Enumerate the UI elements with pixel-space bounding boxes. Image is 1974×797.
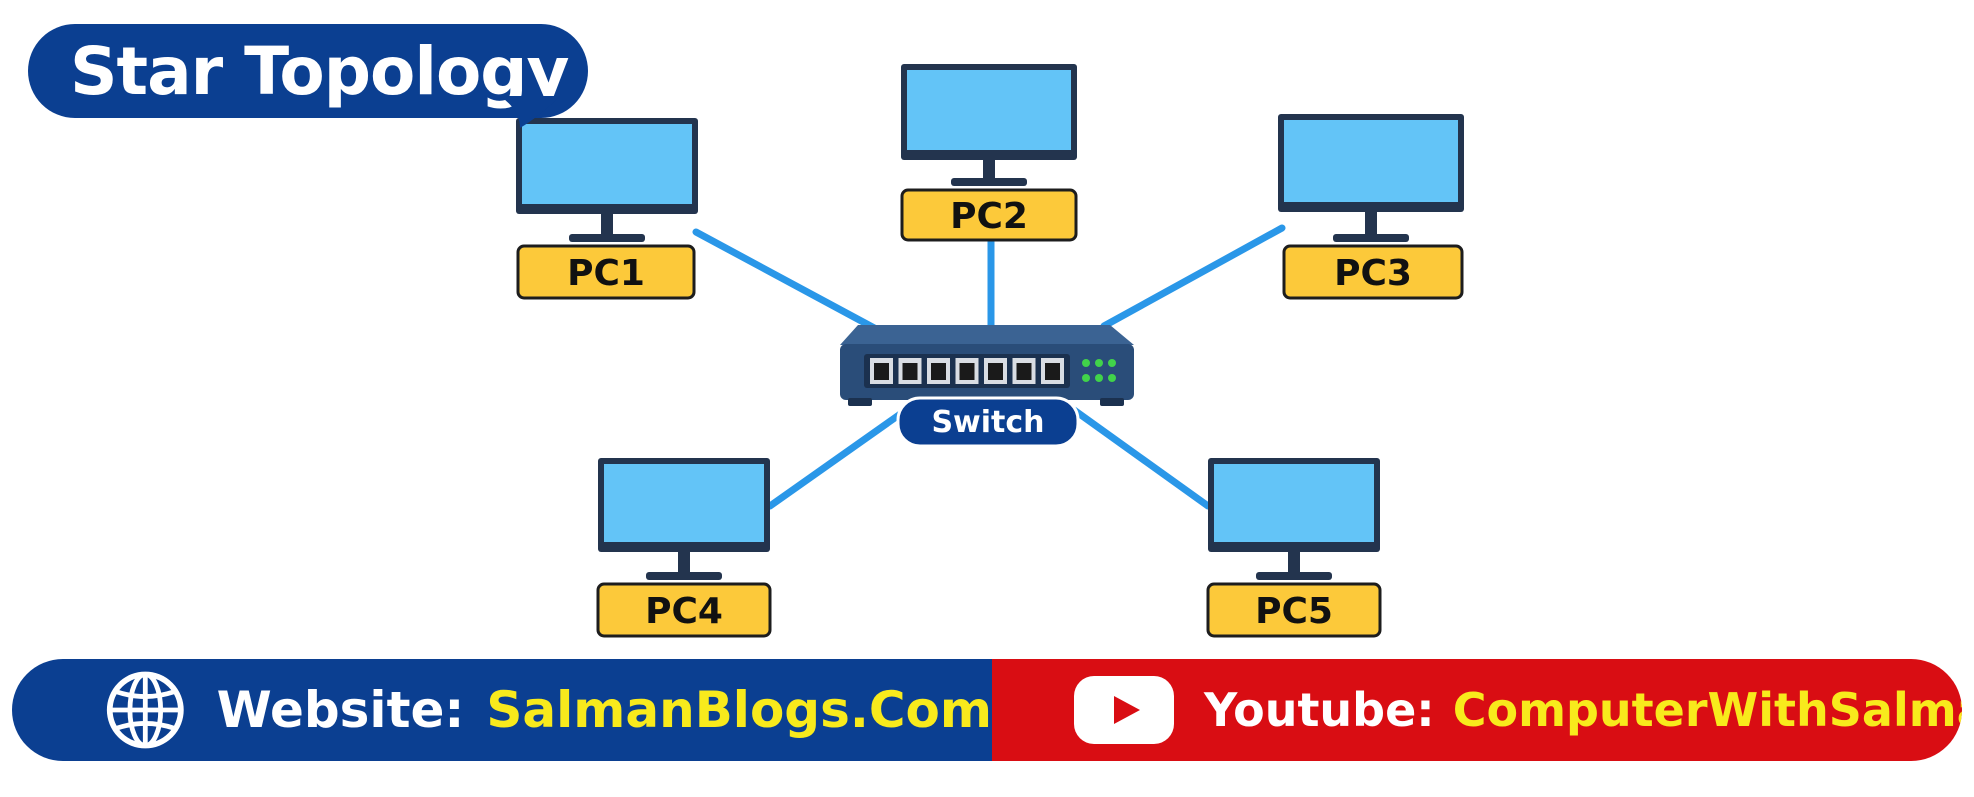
label-pc1: PC1 xyxy=(567,253,645,294)
switch-led-3 xyxy=(1108,359,1116,367)
monitor-base-pc2 xyxy=(951,178,1027,186)
switch-port-socket-2 xyxy=(902,363,918,380)
cable-pc3 xyxy=(1100,224,1286,330)
computer-pc2: PC2 xyxy=(900,64,1078,242)
switch-led-4 xyxy=(1082,374,1090,382)
switch-led-5 xyxy=(1095,374,1103,382)
globe-icon xyxy=(106,671,184,749)
switch-port-socket-7 xyxy=(1045,363,1060,380)
footer-banner: Website: SalmanBlogs.Com Youtube: Comput… xyxy=(12,659,1962,761)
switch-foot-left xyxy=(848,398,872,406)
monitor-stand-pc4 xyxy=(678,552,690,574)
computer-pc3: PC3 xyxy=(1278,114,1464,300)
switch-led-1 xyxy=(1082,359,1090,367)
youtube-section: Youtube: ComputerWithSalman xyxy=(992,659,1962,761)
switch-port-socket-5 xyxy=(988,363,1003,380)
switch-port-socket-4 xyxy=(959,363,975,380)
monitor-stand-pc5 xyxy=(1288,552,1300,574)
switch-port-socket-1 xyxy=(874,363,889,380)
monitor-stand-pc1 xyxy=(601,214,613,236)
monitor-base-pc1 xyxy=(569,234,645,242)
label-box-pc2 xyxy=(900,188,1078,242)
monitor-base-pc3 xyxy=(1333,234,1409,242)
switch-led-2 xyxy=(1095,359,1103,367)
monitor-screen-pc3 xyxy=(1284,120,1458,202)
monitor-screen-pc2 xyxy=(907,70,1071,150)
website-label: Website: xyxy=(216,681,465,739)
switch-port-socket-3 xyxy=(931,363,946,380)
switch-port-socket-6 xyxy=(1016,363,1032,380)
switch-label: Switch xyxy=(931,405,1044,440)
title-text: Star Topology xyxy=(70,32,570,110)
switch-top-face xyxy=(840,325,1134,345)
switch-label-pill xyxy=(896,396,1080,448)
computer-pc4: PC4 xyxy=(596,458,772,638)
computer-pc5: PC5 xyxy=(1206,458,1382,638)
monitor-screen-pc1 xyxy=(522,124,692,204)
website-link[interactable]: SalmanBlogs.Com xyxy=(486,681,992,739)
switch: Switch xyxy=(840,325,1134,448)
youtube-play-icon xyxy=(1074,676,1174,744)
switch-foot-right xyxy=(1100,398,1124,406)
label-pc3: PC3 xyxy=(1334,253,1412,294)
monitor-screen-pc4 xyxy=(604,464,764,542)
cable-pc1 xyxy=(692,228,882,334)
label-box-pc3 xyxy=(1282,244,1464,300)
youtube-label: Youtube: xyxy=(1204,683,1435,737)
title-pill-tail xyxy=(500,96,560,128)
label-pc2: PC2 xyxy=(950,196,1028,237)
cable-pc5 xyxy=(1070,406,1212,510)
website-section: Website: SalmanBlogs.Com xyxy=(12,659,992,761)
monitor-stand-pc2 xyxy=(983,160,995,180)
computer-pc1: PC1 xyxy=(516,118,698,300)
monitor-screen-pc5 xyxy=(1214,464,1374,542)
switch-led-6 xyxy=(1108,374,1116,382)
cables xyxy=(692,224,1286,510)
monitor-stand-pc3 xyxy=(1365,212,1377,236)
cable-pc4 xyxy=(766,406,910,510)
label-box-pc4 xyxy=(596,582,772,638)
label-box-pc1 xyxy=(516,244,696,300)
monitor-base-pc5 xyxy=(1256,572,1332,580)
label-pc5: PC5 xyxy=(1255,591,1333,632)
label-box-pc5 xyxy=(1206,582,1382,638)
page-title: Star Topology xyxy=(28,24,588,118)
youtube-channel-link[interactable]: ComputerWithSalman xyxy=(1452,683,1962,737)
label-pc4: PC4 xyxy=(645,591,723,632)
monitor-base-pc4 xyxy=(646,572,722,580)
